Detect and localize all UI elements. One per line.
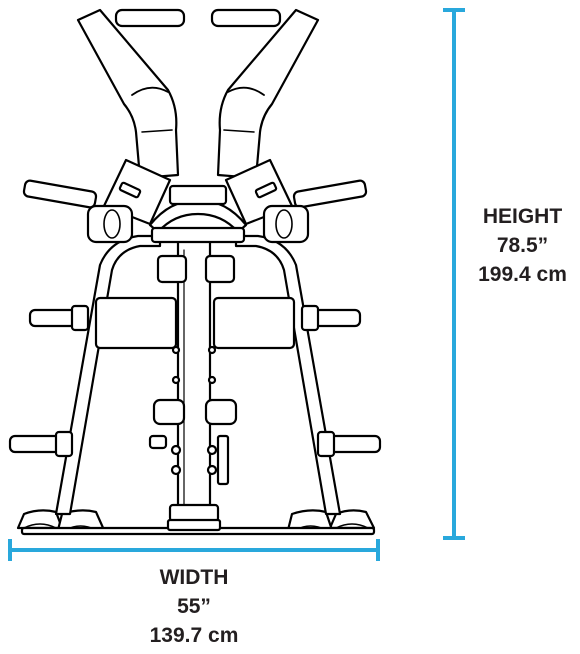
- base-feet: [16, 509, 376, 536]
- machine-illustration: [8, 8, 382, 536]
- width-metric: 139.7 cm: [149, 624, 239, 647]
- right-lever-arm: [216, 8, 320, 244]
- width-imperial: 55”: [177, 595, 211, 618]
- height-title: HEIGHT: [482, 205, 563, 228]
- top-handles: [114, 8, 282, 28]
- weight-horns-left: [8, 179, 98, 458]
- width-title: WIDTH: [159, 566, 229, 589]
- weight-horns-right: [292, 179, 382, 458]
- height-metric: 199.4 cm: [478, 263, 567, 286]
- left-lever-arm: [76, 8, 180, 244]
- height-imperial: 78.5”: [496, 234, 549, 257]
- width-label: WIDTH 55” 139.7 cm: [110, 563, 278, 650]
- top-yoke: [148, 184, 248, 244]
- knee-pads: [94, 254, 296, 350]
- adjustment-knobs: [148, 345, 238, 486]
- height-dimension-line: [443, 8, 465, 540]
- height-label: HEIGHT 78.5” 199.4 cm: [465, 202, 580, 289]
- frame-legs: [54, 234, 342, 516]
- width-dimension-line: [8, 539, 380, 561]
- center-column: [166, 238, 222, 532]
